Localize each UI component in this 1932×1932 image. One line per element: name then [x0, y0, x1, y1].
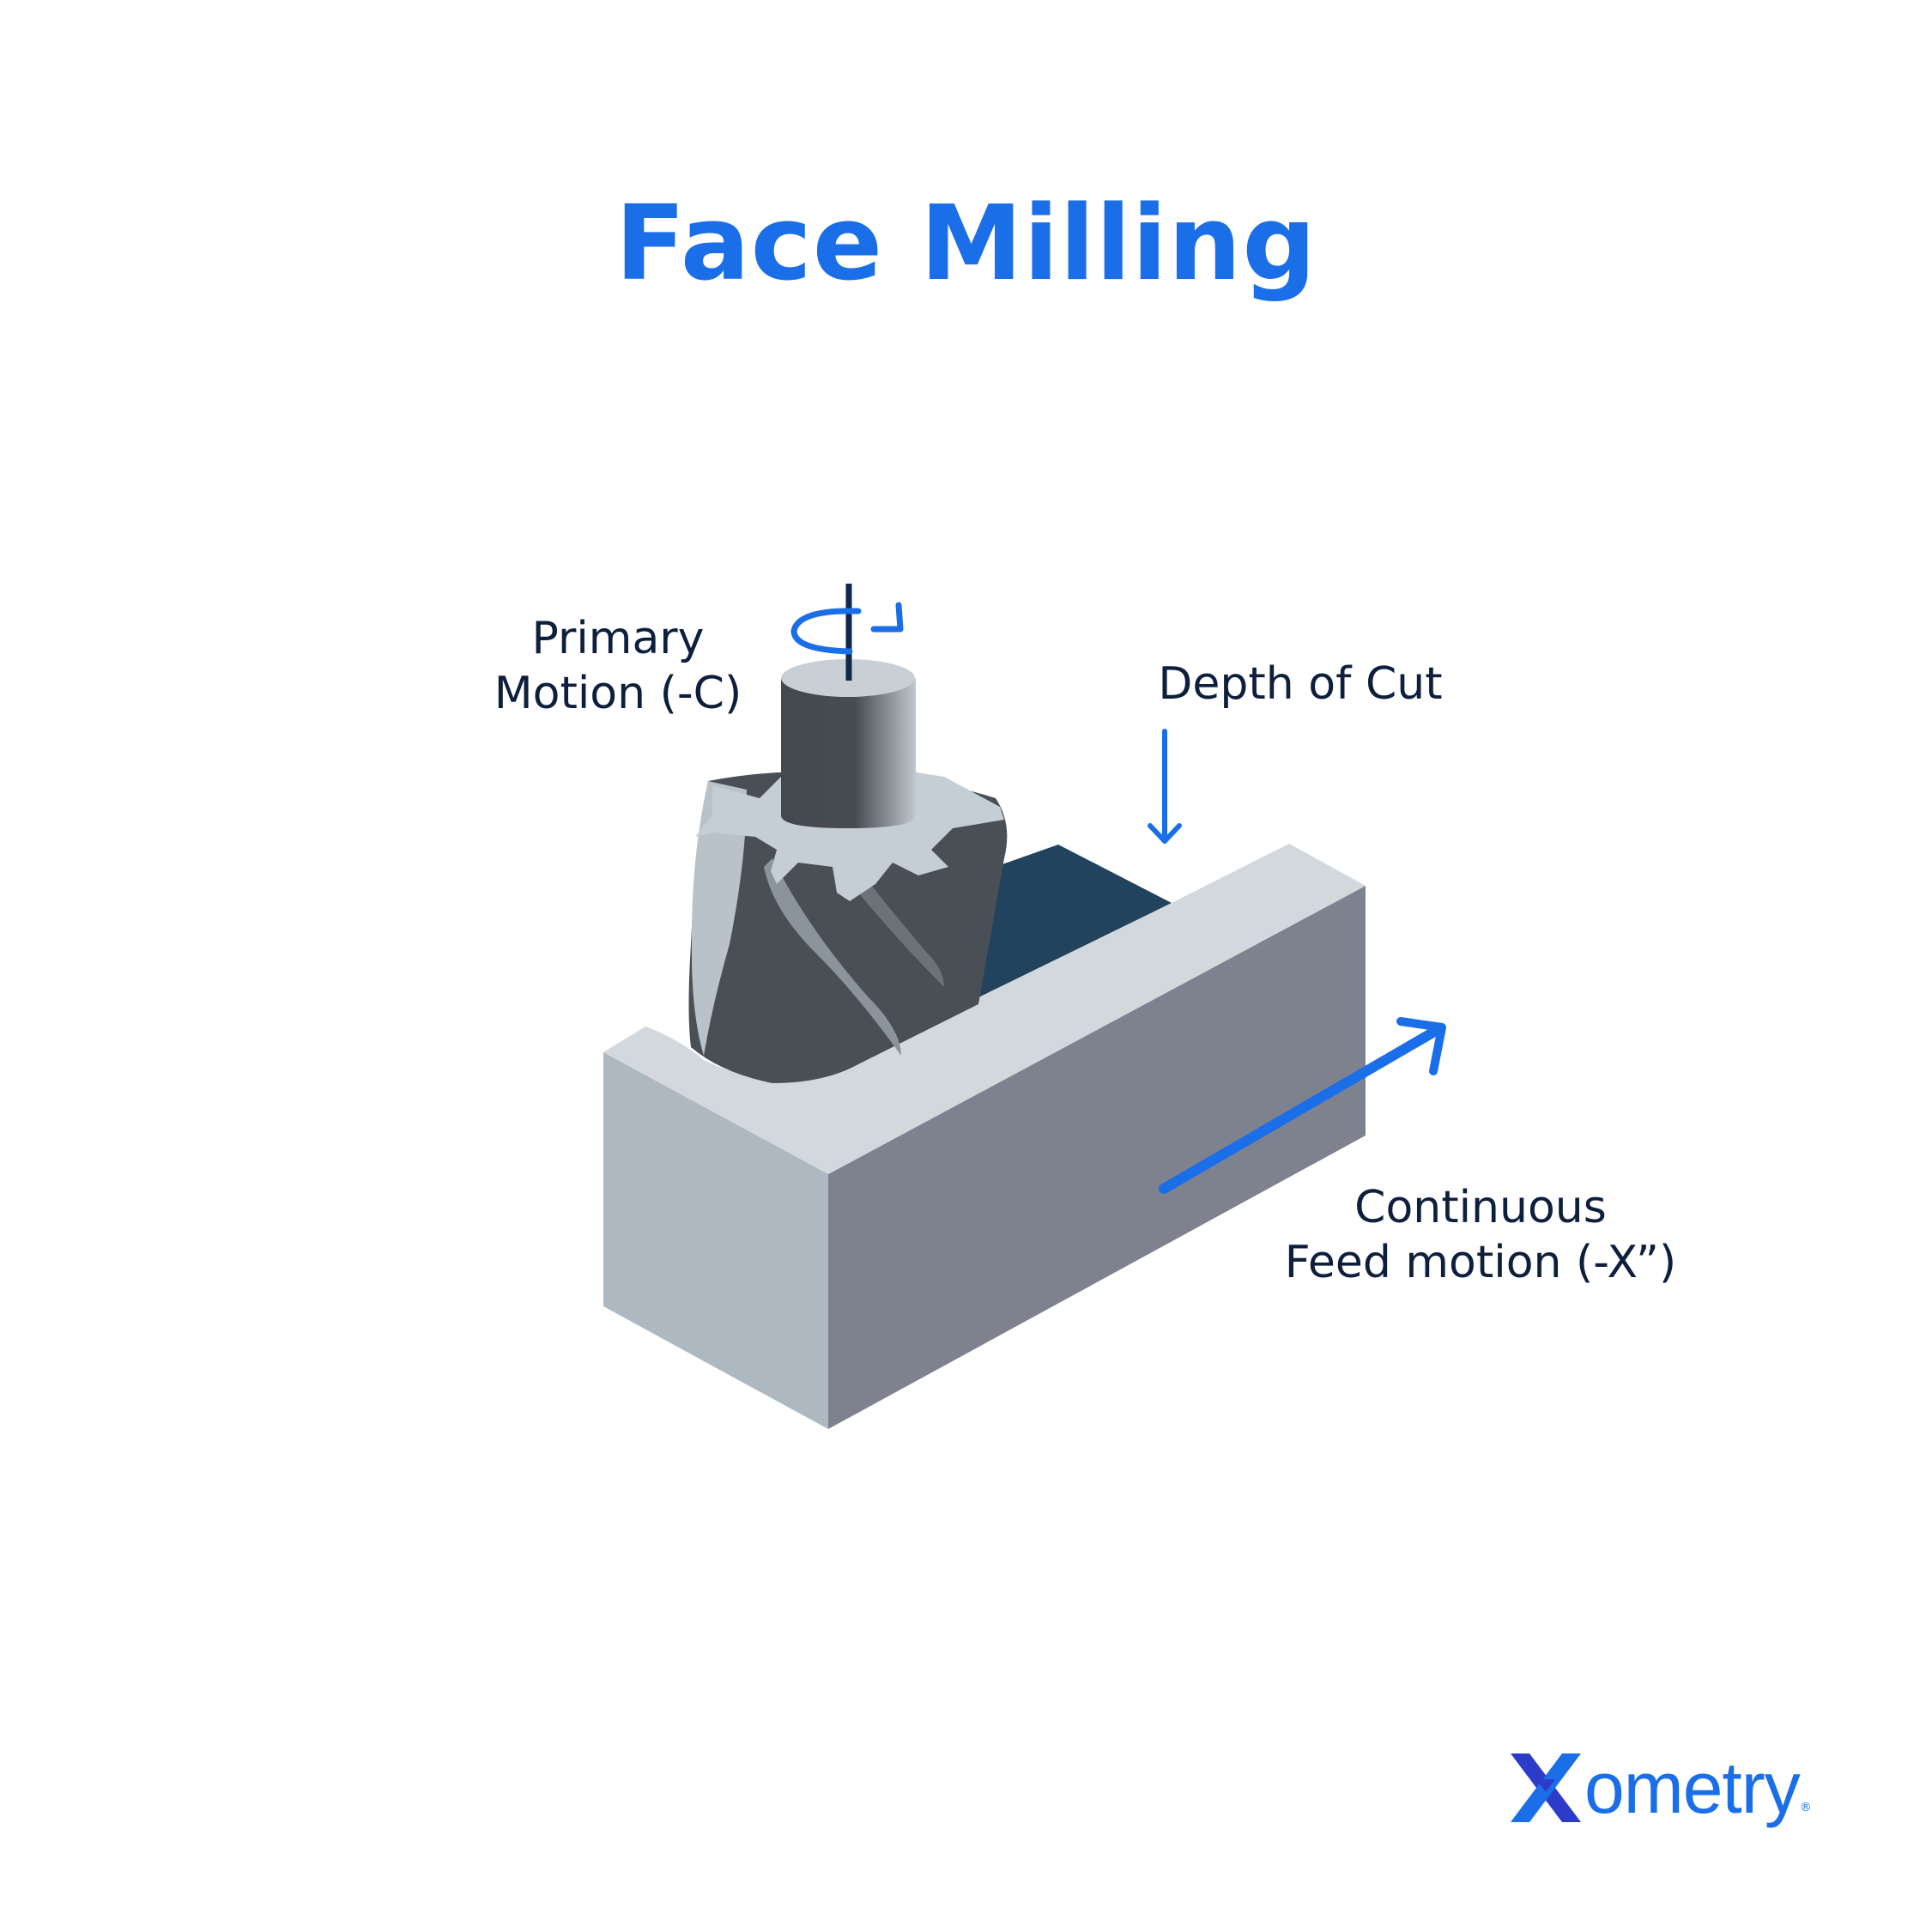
depth-of-cut-label: Depth of Cut [1158, 658, 1443, 710]
cutter-flute-light-1 [691, 781, 747, 1056]
cutter-flute-light-2 [764, 858, 901, 1056]
feed-arrow-head [1396, 1017, 1446, 1075]
page-title: Face Milling [615, 185, 1317, 304]
rotation-arrow-icon [790, 608, 862, 655]
block-left-face [603, 1052, 828, 1429]
end-mill-cutter [688, 659, 1008, 1083]
block-top-face [603, 844, 1366, 1174]
xometry-x-mark-icon [1511, 1753, 1581, 1822]
xometry-logo: ometry ® [1511, 1747, 1812, 1828]
block-right-face [828, 886, 1366, 1429]
cutter-shank [781, 678, 916, 828]
cut-surface [978, 845, 1172, 1004]
rotation-arrow-tail [870, 602, 904, 633]
depth-arrow-head [1148, 823, 1182, 844]
primary-motion-line-1: Primary [531, 613, 705, 664]
feed-motion-line-1: Continuous [1354, 1182, 1607, 1233]
feed-motion-line-2: Feed motion (-X”) [1284, 1237, 1677, 1288]
registered-mark: ® [1799, 1801, 1812, 1814]
cutter-top-face [695, 755, 1004, 901]
xometry-wordmark: ometry [1584, 1747, 1801, 1828]
feed-arrow-shaft [1159, 1023, 1445, 1194]
primary-motion-line-2: Motion (-C) [494, 668, 742, 719]
feed-motion-label: Continuous Feed motion (-X”) [1270, 1180, 1691, 1290]
primary-motion-label: Primary Motion (-C) [481, 611, 755, 721]
